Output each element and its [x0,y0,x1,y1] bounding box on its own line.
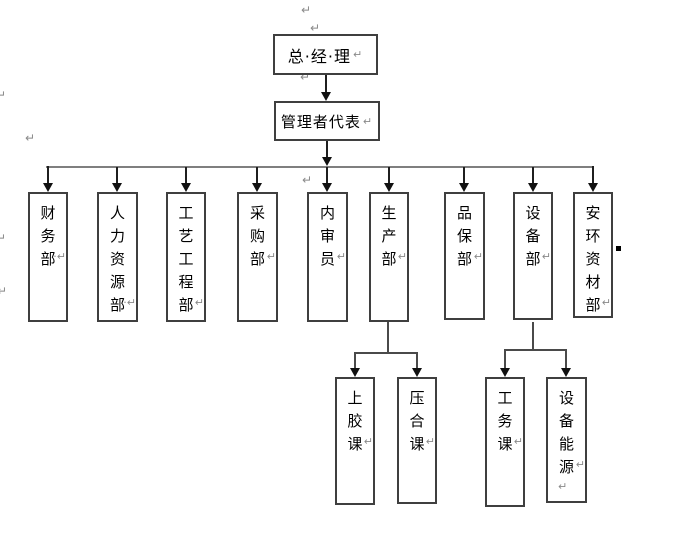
paragraph-mark: ·↵ [53,250,66,263]
arrowhead-down [350,368,360,377]
box-label: 财务部 [40,204,56,268]
connector-line [47,166,49,183]
arrowhead-down [528,183,538,192]
arrowhead-down [459,183,469,192]
box-label: 工务课 [497,389,513,453]
arrowhead-down [412,368,422,377]
box-dept-process-engineering[interactable]: 工艺工程部 ↵ [166,192,206,322]
connector-line [326,141,328,157]
connector-line [256,167,258,183]
box-label: 压合课 [409,389,425,453]
box-dept-equipment[interactable]: 设备部 ↵ [513,192,553,320]
connector-rail [354,352,418,354]
paragraph-mark: ↵ [601,296,611,309]
paragraph-mark: ↵ [0,88,7,102]
paragraph-mark: ↵ [0,231,7,245]
box-dept-human-resources[interactable]: 人力资源部 ·↵ [97,192,138,322]
connector-line [326,167,328,183]
box-label: 采购部 [249,204,265,268]
connector-line [504,351,506,368]
box-dept-finance[interactable]: 财务部 ·↵ [28,192,68,322]
paragraph-mark: ↵ [473,250,483,263]
paragraph-mark: ↵ [300,70,311,84]
paragraph-mark: ·↵ [123,296,136,309]
box-label: 品保部 [456,204,472,268]
box-label: 上胶课 [347,389,363,453]
box-label: 生产部 [381,204,397,268]
connector-line [387,322,389,353]
box-label: 内审员 [319,204,335,268]
arrowhead-down [321,92,331,101]
paragraph-mark: ↵ [352,48,364,61]
box-label: 设备部 [525,204,541,268]
paragraph-mark: ↵ [362,114,374,128]
box-dept-quality-assurance[interactable]: 品保部 ↵ [444,192,485,320]
box-section-equipment-energy[interactable]: 设备能源 ↵ ↵ [546,377,587,503]
connector-rail [46,166,594,168]
paragraph-mark: ↵ [310,21,321,35]
box-dept-production[interactable]: 生产部 ↵ [369,192,409,322]
paragraph-mark: ↵ [0,284,8,298]
box-label: 设备能源 [558,389,574,476]
box-dept-purchasing[interactable]: 采购部 ↵ [237,192,278,322]
box-label: 工艺工程部 [178,204,194,314]
connector-line [354,354,356,368]
arrowhead-down [561,368,571,377]
arrowhead-down [252,183,262,192]
paragraph-mark: ↵ [363,435,373,448]
paragraph-mark: ↵ [397,250,407,263]
arrowhead-down [43,183,53,192]
paragraph-mark: ↵ [302,173,313,187]
box-management-representative[interactable]: 管理者代表↵ [274,101,380,141]
box-section-gluing[interactable]: 上胶课 ↵ [335,377,375,505]
box-internal-auditor[interactable]: 内审员 ↵ [307,192,348,322]
paragraph-mark: ↵ [541,250,551,263]
arrowhead-down [322,183,332,192]
box-label: 安环资材部 [585,204,601,314]
paragraph-mark: ↵ [266,250,276,263]
paragraph-mark: ↵ [513,435,523,448]
box-label: 总·经·理 [287,46,351,66]
paragraph-mark: ↵ [336,250,346,263]
connector-line [592,166,594,183]
black-square-mark [616,246,621,251]
connector-line [463,167,465,183]
connector-line [388,167,390,183]
paragraph-mark: ↵ [558,480,568,493]
connector-line [185,167,187,183]
connector-line [416,354,418,368]
arrowhead-down [112,183,122,192]
paragraph-mark: ↵ [301,3,312,17]
paragraph-mark: ↵ [575,458,585,471]
box-dept-safety-env-materials[interactable]: 安环资材部 ↵ [573,192,613,318]
connector-line [532,167,534,183]
box-label: 人力资源部 [109,204,125,314]
arrowhead-down [322,157,332,166]
connector-rail [504,349,567,351]
arrowhead-down [500,368,510,377]
arrowhead-down [181,183,191,192]
connector-line [116,167,118,183]
arrowhead-down [384,183,394,192]
connector-line [565,351,567,368]
box-general-manager[interactable]: 总·经·理↵ [273,34,378,75]
connector-line [325,75,327,93]
arrowhead-down [588,183,598,192]
paragraph-mark: ↵ [194,296,204,309]
paragraph-mark: ↵ [25,131,36,145]
box-section-laminating[interactable]: 压合课 ↵ [397,377,437,504]
box-label: 管理者代表 [280,112,361,131]
paragraph-mark: ↵ [425,435,435,448]
connector-line [532,322,534,350]
box-section-works[interactable]: 工务课 ↵ [485,377,525,507]
